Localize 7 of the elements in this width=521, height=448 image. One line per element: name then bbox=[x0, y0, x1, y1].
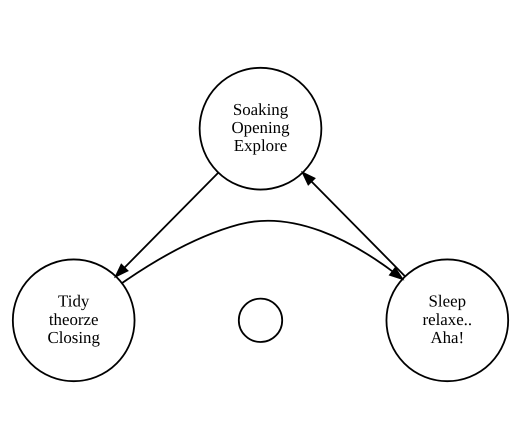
arrow bbox=[121, 219, 404, 284]
node-circle: Tidy theorze Closing bbox=[12, 258, 136, 382]
arrow bbox=[300, 170, 406, 276]
node-circle bbox=[238, 297, 284, 342]
arrow bbox=[114, 172, 219, 278]
node-circle: Soaking Opening Explore bbox=[198, 66, 322, 190]
node-circle: Sleep relaxe.. Aha! bbox=[386, 258, 510, 382]
